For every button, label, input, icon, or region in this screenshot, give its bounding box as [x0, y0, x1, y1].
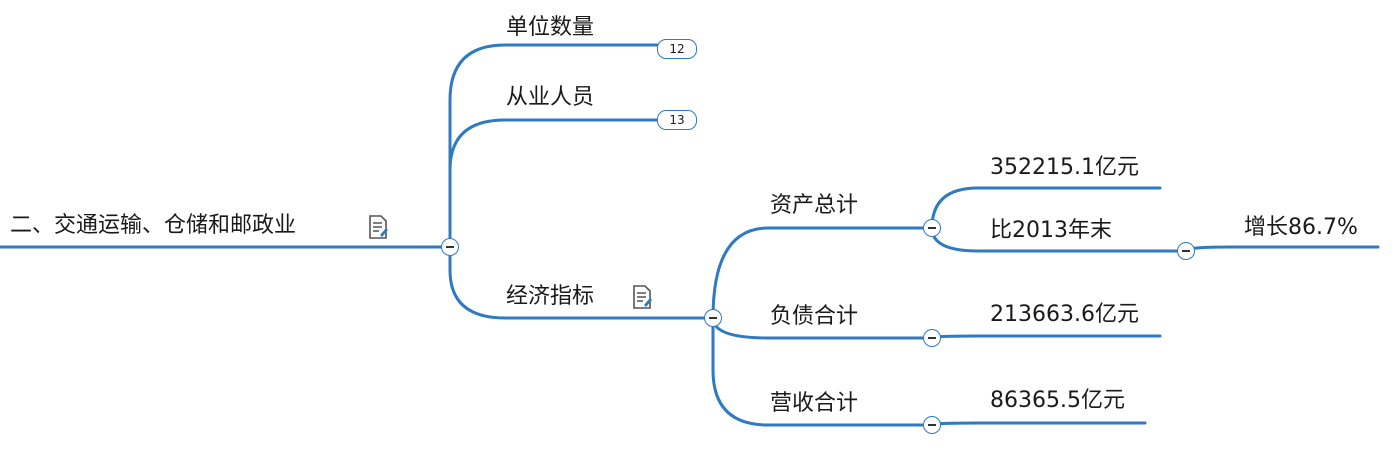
- revenue-value[interactable]: 86365.5亿元: [990, 388, 1125, 413]
- staff-count-badge[interactable]: 13: [657, 110, 697, 130]
- staff-label[interactable]: 从业人员: [506, 85, 595, 110]
- note-icon[interactable]: [632, 285, 652, 309]
- units-label[interactable]: 单位数量: [506, 15, 595, 40]
- collapse-assets-toggle[interactable]: [923, 219, 941, 237]
- assets-growth[interactable]: 增长86.7%: [1244, 215, 1358, 240]
- collapse-revenue-toggle[interactable]: [923, 416, 941, 434]
- assets-compare-label[interactable]: 比2013年末: [990, 218, 1112, 243]
- collapse-root-toggle[interactable]: [441, 238, 459, 256]
- revenue-label[interactable]: 营收合计: [770, 391, 859, 416]
- assets-label[interactable]: 资产总计: [770, 193, 859, 218]
- root-topic-label[interactable]: 二、交通运输、仓储和邮政业: [10, 213, 297, 238]
- collapse-compare-toggle[interactable]: [1177, 242, 1195, 260]
- collapse-econ-toggle[interactable]: [704, 309, 722, 327]
- collapse-liabilities-toggle[interactable]: [923, 329, 941, 347]
- liabilities-value[interactable]: 213663.6亿元: [990, 302, 1139, 327]
- assets-value[interactable]: 352215.1亿元: [990, 155, 1139, 180]
- units-count-badge[interactable]: 12: [657, 39, 697, 59]
- liabilities-label[interactable]: 负债合计: [770, 304, 859, 329]
- econ-label[interactable]: 经济指标: [506, 284, 595, 309]
- note-icon[interactable]: [368, 215, 388, 239]
